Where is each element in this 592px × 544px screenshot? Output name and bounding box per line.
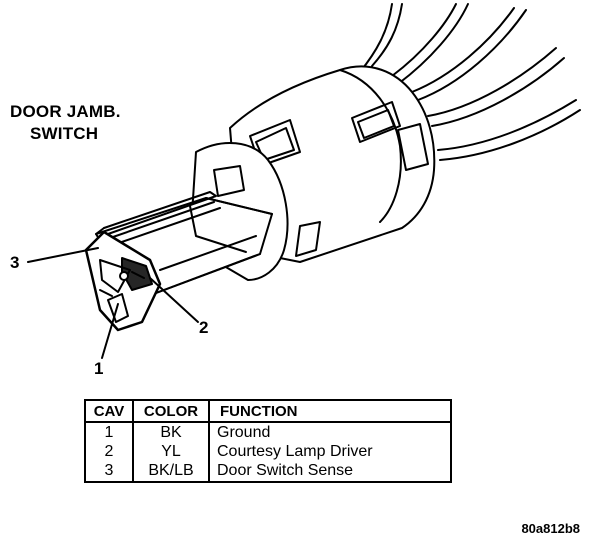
cell-cav: 3	[104, 462, 114, 479]
connector-pinout-table: CAV COLOR FUNCTION 1 BK Ground 2 YL Cour…	[84, 399, 452, 483]
wire-harness	[359, 3, 581, 161]
callout-cavity-1: 1	[94, 359, 104, 378]
table-row: 2 YL Courtesy Lamp Driver	[85, 442, 451, 461]
table-header-row: CAV COLOR FUNCTION	[85, 400, 451, 423]
cell-function: Door Switch Sense	[208, 461, 451, 482]
cell-color: BK/LB	[132, 461, 209, 482]
table-row: 3 BK/LB Door Switch Sense	[85, 461, 451, 482]
cell-function: Ground	[208, 422, 451, 442]
callout-leaders	[27, 247, 199, 359]
header-color: COLOR	[132, 400, 209, 423]
header-cav: CAV	[85, 400, 133, 423]
header-function: FUNCTION	[208, 400, 451, 423]
cell-color: YL	[132, 442, 209, 461]
figure-id: 80a812b8	[521, 521, 580, 536]
table-row: 1 BK Ground	[85, 422, 451, 442]
callout-cavity-2: 2	[199, 318, 209, 337]
cell-cav: 1	[104, 424, 114, 441]
callout-cavity-3: 3	[10, 253, 20, 272]
cell-cav: 2	[104, 443, 114, 460]
diagram-title-line-2: SWITCH	[30, 124, 99, 143]
diagram-title-line-1: DOOR JAMB.	[10, 102, 121, 121]
connector-face	[84, 230, 162, 332]
cell-function: Courtesy Lamp Driver	[208, 442, 451, 461]
cell-color: BK	[132, 422, 209, 442]
